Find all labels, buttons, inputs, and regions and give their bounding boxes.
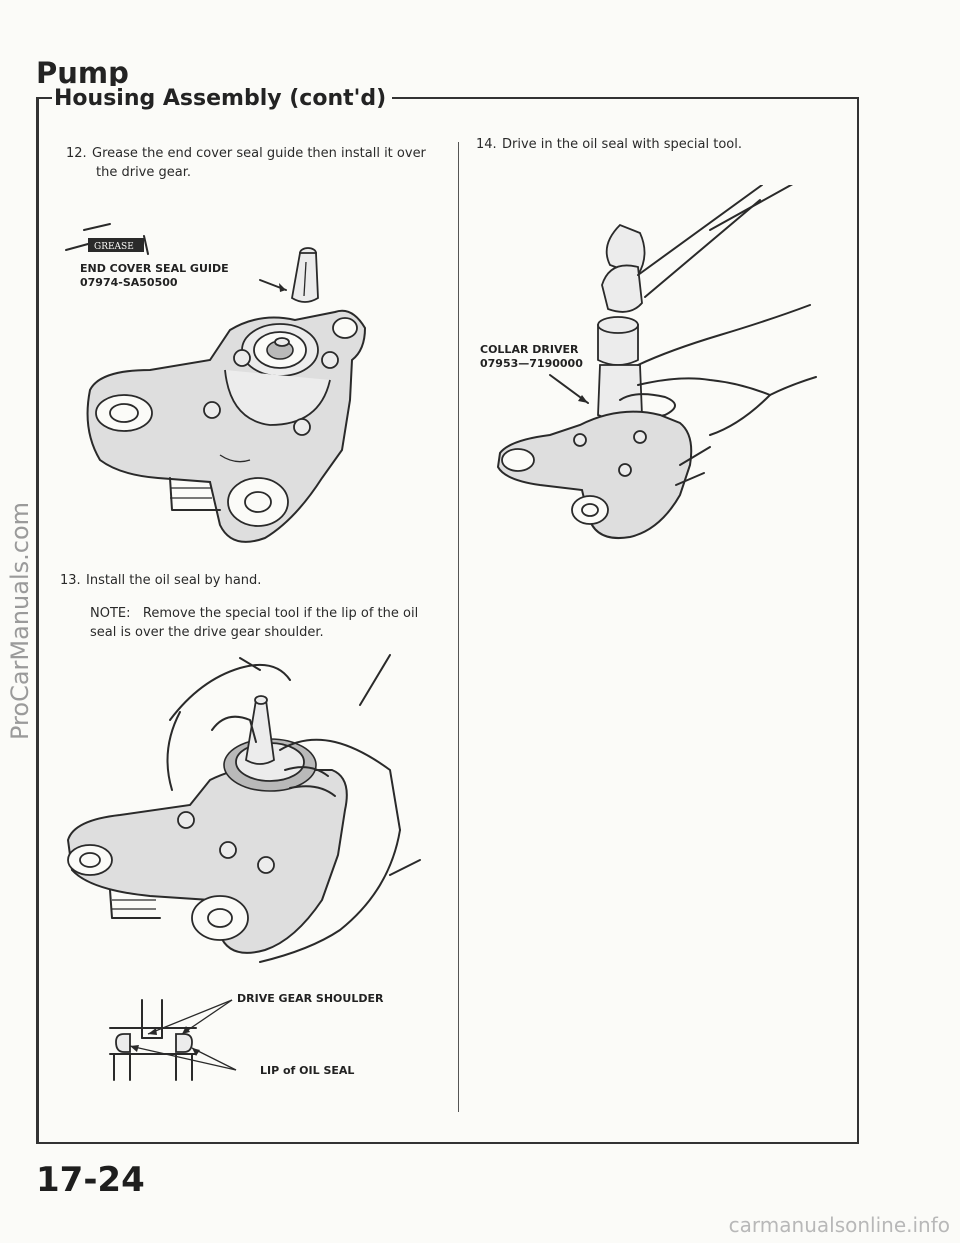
- step-12-text-cont: the drive gear.: [96, 165, 191, 180]
- drive-gear-shoulder-label: DRIVE GEAR SHOULDER: [237, 992, 384, 1005]
- figure-collar-driver: COLLAR DRIVER 07953—7190000: [480, 185, 817, 539]
- grease-badge: GREASE: [94, 242, 134, 252]
- step-14-number: 14.: [476, 137, 497, 152]
- step-13-text: Install the oil seal by hand.: [86, 573, 262, 588]
- note-text-cont: seal is over the drive gear shoulder.: [90, 625, 324, 640]
- hands-illustration: [619, 304, 817, 436]
- side-watermark: ProCarManuals.com: [6, 501, 34, 740]
- cross-section-illustration: [109, 999, 197, 1081]
- collar-driver-name-label: COLLAR DRIVER: [480, 343, 579, 356]
- note-prefix: NOTE:: [90, 606, 131, 621]
- note: NOTE: Remove the special tool if the lip…: [90, 604, 450, 642]
- content-frame: [36, 97, 859, 1144]
- section-title: Pump: [36, 56, 129, 90]
- hammer-icon: [601, 185, 794, 313]
- lip-of-oil-seal-label: LIP of OIL SEAL: [260, 1064, 354, 1077]
- step-14-text: Drive in the oil seal with special tool.: [502, 137, 742, 152]
- step-13: 13. Install the oil seal by hand.: [60, 571, 450, 590]
- pump-housing-illustration: [496, 410, 711, 539]
- step-14: 14. Drive in the oil seal with special to…: [476, 135, 836, 154]
- leader-arrows: [129, 999, 237, 1071]
- collar-driver-part-label: 07953—7190000: [480, 357, 583, 370]
- bottom-watermark: carmanualsonline.info: [728, 1213, 950, 1237]
- seal-guide-tool-icon: [259, 247, 319, 303]
- pump-housing-illustration: [86, 309, 367, 543]
- seal-guide-name-label: END COVER SEAL GUIDE: [80, 262, 229, 275]
- subsection-title: Housing Assembly (cont'd): [52, 86, 393, 111]
- figure-install-seal-by-hand: [66, 654, 421, 963]
- step-13-number: 13.: [60, 573, 81, 588]
- page-number: 17-24: [36, 1160, 145, 1200]
- grease-tube-icon: GREASE: [65, 223, 149, 255]
- column-divider: [458, 142, 459, 1112]
- collar-driver-tool-icon: [597, 316, 643, 421]
- figure-seal-cross-section: DRIVE GEAR SHOULDER LIP of OIL SEAL: [109, 992, 384, 1081]
- seal-guide-tool-icon: [245, 695, 275, 765]
- hands-illustration: [166, 654, 421, 963]
- step-12-number: 12.: [66, 146, 87, 161]
- step-12-text: Grease the end cover seal guide then ins…: [92, 146, 426, 161]
- pump-housing-illustration: [66, 765, 348, 954]
- figure-seal-guide: GREASE END COVER SEAL GUIDE 07974-SA5050…: [65, 223, 367, 543]
- seal-guide-part-label: 07974-SA50500: [80, 276, 178, 289]
- step-12: 12. Grease the end cover seal guide then …: [66, 144, 446, 182]
- note-text: Remove the special tool if the lip of th…: [142, 606, 419, 621]
